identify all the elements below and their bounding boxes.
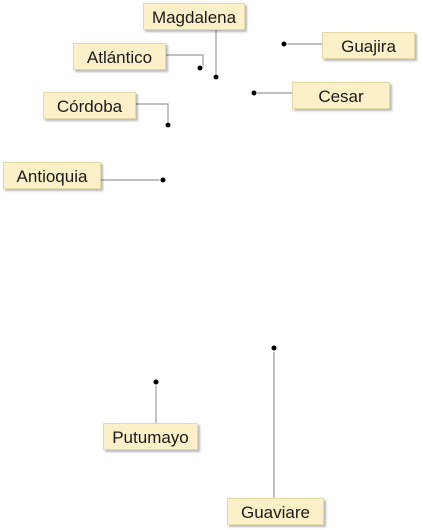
marker-cordoba [164,121,172,129]
label-magdalena[interactable]: Magdalena [143,3,245,30]
leader-line-atlantico [166,54,204,68]
marker-cesar [250,89,258,97]
marker-atlantico [196,64,204,72]
marker-putumayo [152,378,160,386]
label-atlantico[interactable]: Atlántico [73,43,166,70]
label-guaviare[interactable]: Guaviare [227,498,324,525]
marker-antioquia [159,176,167,184]
marker-magdalena [212,73,220,81]
label-putumayo[interactable]: Putumayo [103,423,198,450]
label-cesar[interactable]: Cesar [292,82,390,109]
label-antioquia[interactable]: Antioquia [3,162,101,189]
label-guajira[interactable]: Guajira [322,32,415,59]
marker-guaviare [270,344,278,352]
leader-line-cordoba [136,103,169,125]
label-cordoba[interactable]: Córdoba [43,92,136,119]
marker-guajira [280,40,288,48]
